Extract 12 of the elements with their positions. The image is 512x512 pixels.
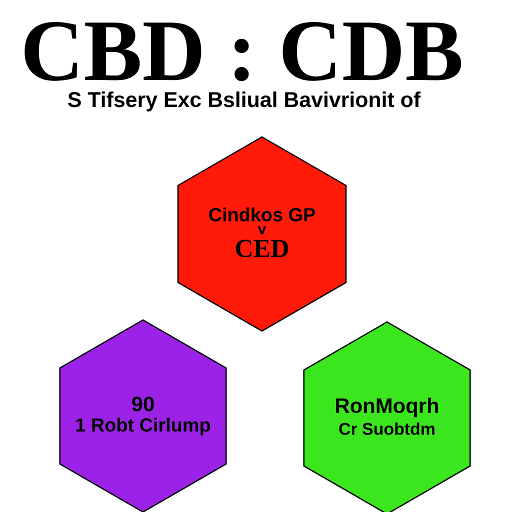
hexagon-node	[177, 136, 347, 332]
hexagon-node	[303, 321, 471, 512]
hexagon-label: Cindkos GP	[209, 208, 315, 222]
subtitle: S Tifsery Exc Bsliual Bavivrionit of	[68, 91, 421, 112]
hexagon-label: v	[258, 226, 266, 234]
hexagon-label: CED	[236, 240, 288, 258]
title: CBD : CDB	[24, 22, 462, 82]
hexagon-label: 90	[132, 396, 154, 412]
hexagon-label: 1 Robt Cirlump	[76, 418, 210, 436]
hexagon-label: Cr Suobtdm	[339, 422, 434, 435]
hexagon-node	[59, 319, 227, 512]
hexagon-label: RonMoqrh	[336, 398, 438, 418]
